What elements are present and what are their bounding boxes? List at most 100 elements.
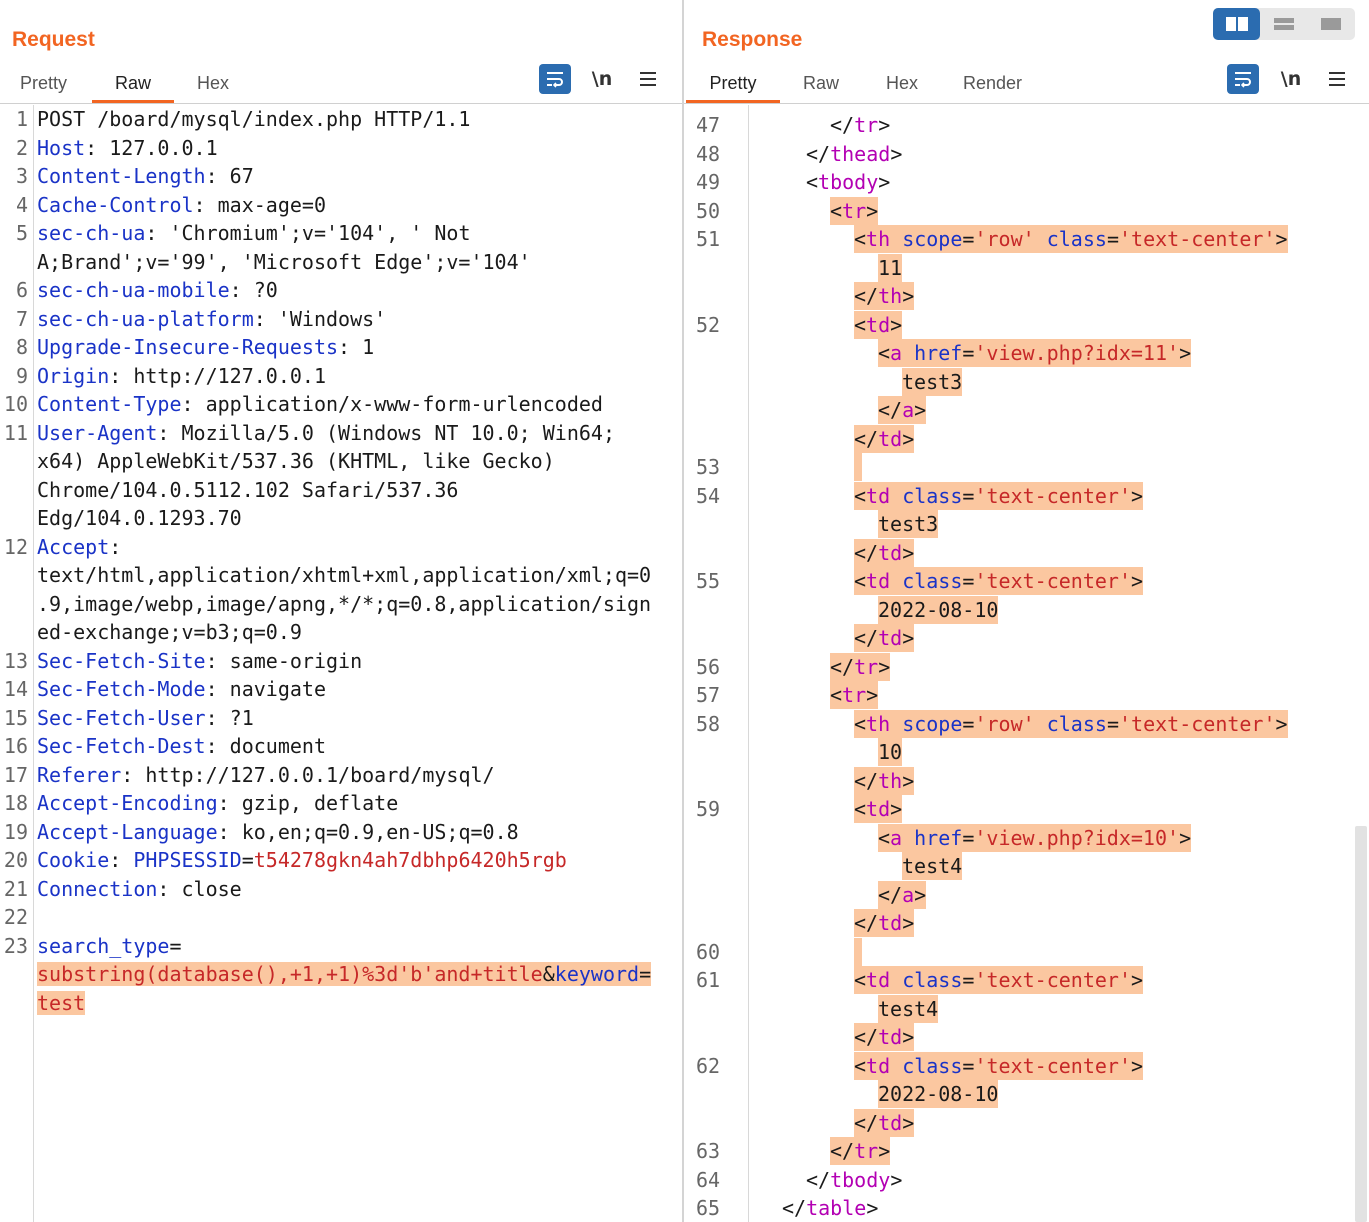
active-tab-underline: [686, 100, 780, 103]
attr-equals: =: [962, 711, 975, 736]
line-number: 4: [15, 192, 28, 217]
empty: [854, 455, 866, 479]
split-view-icon[interactable]: [1213, 8, 1261, 40]
tag-bracket: >: [866, 198, 879, 223]
code-line: </tr>: [830, 111, 890, 139]
tag-bracket: </: [830, 654, 855, 679]
attr-name: class: [1046, 711, 1107, 736]
header-name: Content-Type: [37, 392, 182, 416]
tag-bracket: >: [890, 312, 903, 337]
line-number: 20: [3, 848, 28, 872]
header-name: Origin: [37, 363, 110, 388]
wrap-icon[interactable]: [539, 64, 571, 94]
tag-name: td: [878, 626, 903, 650]
header-value: 67: [229, 164, 254, 188]
line-number: 48: [696, 141, 721, 166]
text-content: 2022-08-10: [878, 597, 999, 622]
header-colon: :: [205, 677, 230, 701]
code-line: sec-ch-ua: 'Chromium';v='104', ' Not: [37, 219, 471, 247]
code-line: <tr>: [830, 681, 879, 709]
pane-splitter[interactable]: [682, 0, 684, 1222]
space: [890, 968, 902, 992]
tab-render[interactable]: Render: [963, 73, 1023, 93]
vertical-scrollbar[interactable]: [1355, 826, 1367, 1222]
code-line: <td class='text-center'>: [854, 966, 1144, 994]
line-number: 51: [696, 227, 721, 251]
newline-toggle-button[interactable]: \n: [1280, 68, 1302, 90]
line-number: 13: [3, 648, 28, 673]
header-colon: :: [217, 819, 242, 844]
tab-raw[interactable]: Raw: [92, 72, 174, 103]
code-line: 11: [878, 253, 903, 282]
header-colon: :: [109, 848, 134, 872]
code-line: </tr>: [830, 652, 891, 681]
single-view-icon[interactable]: [1308, 8, 1355, 40]
tab-pretty[interactable]: Pretty: [686, 72, 780, 103]
tag-name: thead: [830, 141, 891, 166]
tag-bracket: >: [1275, 227, 1288, 251]
code-line: <a href='view.php?idx=10'>: [878, 823, 1192, 852]
tag-name: tr: [854, 113, 879, 137]
code-line: Connection: close: [37, 875, 242, 903]
response-editor[interactable]: 47</tr>48</thead>49<tbody>50<tr>51<th sc…: [684, 105, 1369, 1222]
attr-value: 'text-center': [974, 968, 1131, 992]
cookie-value: t54278gkn4ah7dbhp6420h5rgb: [253, 848, 567, 872]
line-number: 56: [696, 654, 721, 679]
space: [1035, 227, 1047, 251]
attr-name: class: [902, 483, 963, 508]
header-name: sec-ch-ua: [37, 221, 146, 245]
tag-bracket: >: [866, 683, 879, 707]
code-line: </table>: [782, 1194, 878, 1222]
header-value-continued: x64) AppleWebKit/537.36 (KHTML, like Gec…: [37, 449, 555, 473]
tag-bracket: <: [830, 198, 843, 223]
tag-bracket: >: [878, 654, 891, 679]
header-value: close: [181, 876, 242, 901]
line-number: 9: [15, 363, 28, 388]
tab-hex[interactable]: Hex: [886, 73, 919, 93]
space: [890, 712, 902, 736]
code-line: .9,image/webp,image/apng,*/*;q=0.8,appli…: [37, 590, 651, 618]
header-name: Sec-Fetch-Site: [37, 648, 206, 673]
line-number: 63: [696, 1139, 721, 1163]
code-line: test3: [878, 510, 939, 538]
body-param-name: search_type: [37, 933, 170, 958]
tab-raw[interactable]: Raw: [803, 73, 840, 93]
header-name: Host: [37, 135, 86, 160]
code-line: 10: [878, 738, 903, 766]
header-value: ko,en;q=0.9,en-US;q=0.8: [241, 819, 519, 844]
gutter-divider: [33, 105, 34, 1222]
code-line: </td>: [854, 1023, 915, 1051]
stacked-view-icon[interactable]: [1260, 8, 1307, 40]
line-number: 49: [696, 170, 721, 194]
text-content: test3: [878, 512, 939, 536]
line-number: 65: [696, 1196, 721, 1220]
tag-bracket: >: [878, 1139, 891, 1163]
tag-bracket: >: [878, 170, 891, 194]
tag-bracket: >: [902, 426, 915, 451]
attr-name: scope: [902, 711, 963, 736]
tag-bracket: </: [878, 398, 903, 422]
hamburger-icon[interactable]: [1321, 64, 1353, 94]
header-value: ?1: [229, 705, 254, 730]
tag-bracket: </: [854, 1025, 879, 1049]
line-number: 12: [3, 534, 28, 559]
tab-hex[interactable]: Hex: [197, 73, 230, 93]
code-line: test4: [902, 852, 963, 880]
cookie-equals: =: [241, 848, 254, 872]
space: [902, 826, 914, 850]
attr-equals: =: [962, 569, 975, 593]
tag-name: td: [866, 968, 891, 992]
newline-toggle-button[interactable]: \n: [591, 68, 613, 90]
code-line: </a>: [878, 396, 927, 424]
tag-bracket: <: [854, 968, 867, 992]
wrap-icon[interactable]: [1227, 64, 1259, 94]
hamburger-icon[interactable]: [632, 64, 664, 94]
tab-pretty[interactable]: Pretty: [20, 73, 68, 93]
line-number: 11: [3, 420, 28, 445]
code-line: ed-exchange;v=b3;q=0.9: [37, 618, 302, 646]
line-number: 6: [15, 278, 28, 302]
header-colon: :: [338, 335, 363, 359]
code-line: Accept-Language: ko,en;q=0.9,en-US;q=0.8: [37, 818, 519, 846]
attr-name: scope: [902, 227, 963, 251]
